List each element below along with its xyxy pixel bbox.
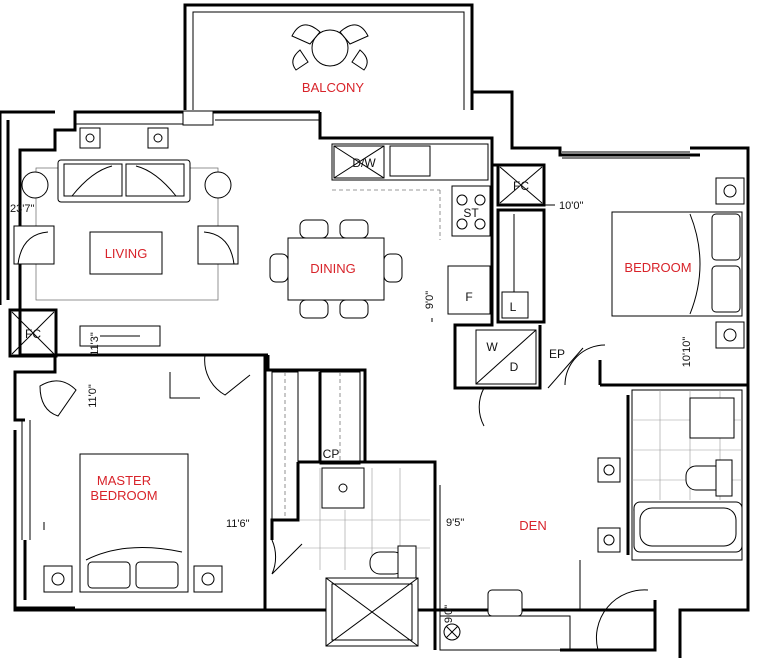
dim-master-width: 11'6" <box>226 518 250 530</box>
fridge-label: F <box>465 290 472 304</box>
stove-label: ST <box>463 206 479 220</box>
dim-den-depth: 9'0" <box>443 605 455 623</box>
exterior-walls <box>0 90 750 658</box>
dim-master-depth: 11'0" <box>87 384 99 408</box>
fireplace-top-label: FC <box>513 179 529 193</box>
core-walls <box>453 163 584 427</box>
dryer-label: D <box>510 360 519 374</box>
dim-bedroom-width: 10'0" <box>559 200 583 212</box>
master-bedroom <box>21 354 267 610</box>
washer-label: W <box>486 340 498 354</box>
dishwasher-label: D/W <box>352 156 376 170</box>
electrical-panel-label: EP <box>549 347 565 361</box>
ensuite-bath <box>597 389 743 561</box>
dim-dining-depth: 9'0" <box>424 291 436 309</box>
dim-bedroom-depth: 10'10" <box>681 337 693 368</box>
living-window <box>75 110 320 126</box>
walk-in-closet <box>266 355 367 521</box>
room-label-balcony: BALCONY <box>302 80 364 95</box>
den <box>439 485 649 651</box>
living-room <box>13 127 239 301</box>
room-label-master-line2: BEDROOM <box>90 488 157 503</box>
closet-pantry-label: CP <box>323 447 340 461</box>
room-label-dining: DINING <box>310 261 356 276</box>
dimension-markers <box>43 204 555 530</box>
room-label-living: LIVING <box>105 246 148 261</box>
bedroom <box>562 151 748 387</box>
room-label-den: DEN <box>519 518 546 533</box>
kitchen <box>331 143 491 315</box>
linen-label: L <box>510 300 517 314</box>
main-bath <box>270 460 437 650</box>
dim-living-depth: 11'3" <box>89 332 101 356</box>
room-label-master: MASTER <box>97 473 151 488</box>
balcony-area <box>183 3 474 110</box>
dim-den-width: 9'5" <box>446 517 464 529</box>
left-fireplace <box>8 308 268 358</box>
fireplace-left-label: FC <box>25 327 41 341</box>
dim-living-width: 23'7" <box>10 203 34 215</box>
dining-area <box>269 219 403 319</box>
room-label-bedroom: BEDROOM <box>624 260 691 275</box>
